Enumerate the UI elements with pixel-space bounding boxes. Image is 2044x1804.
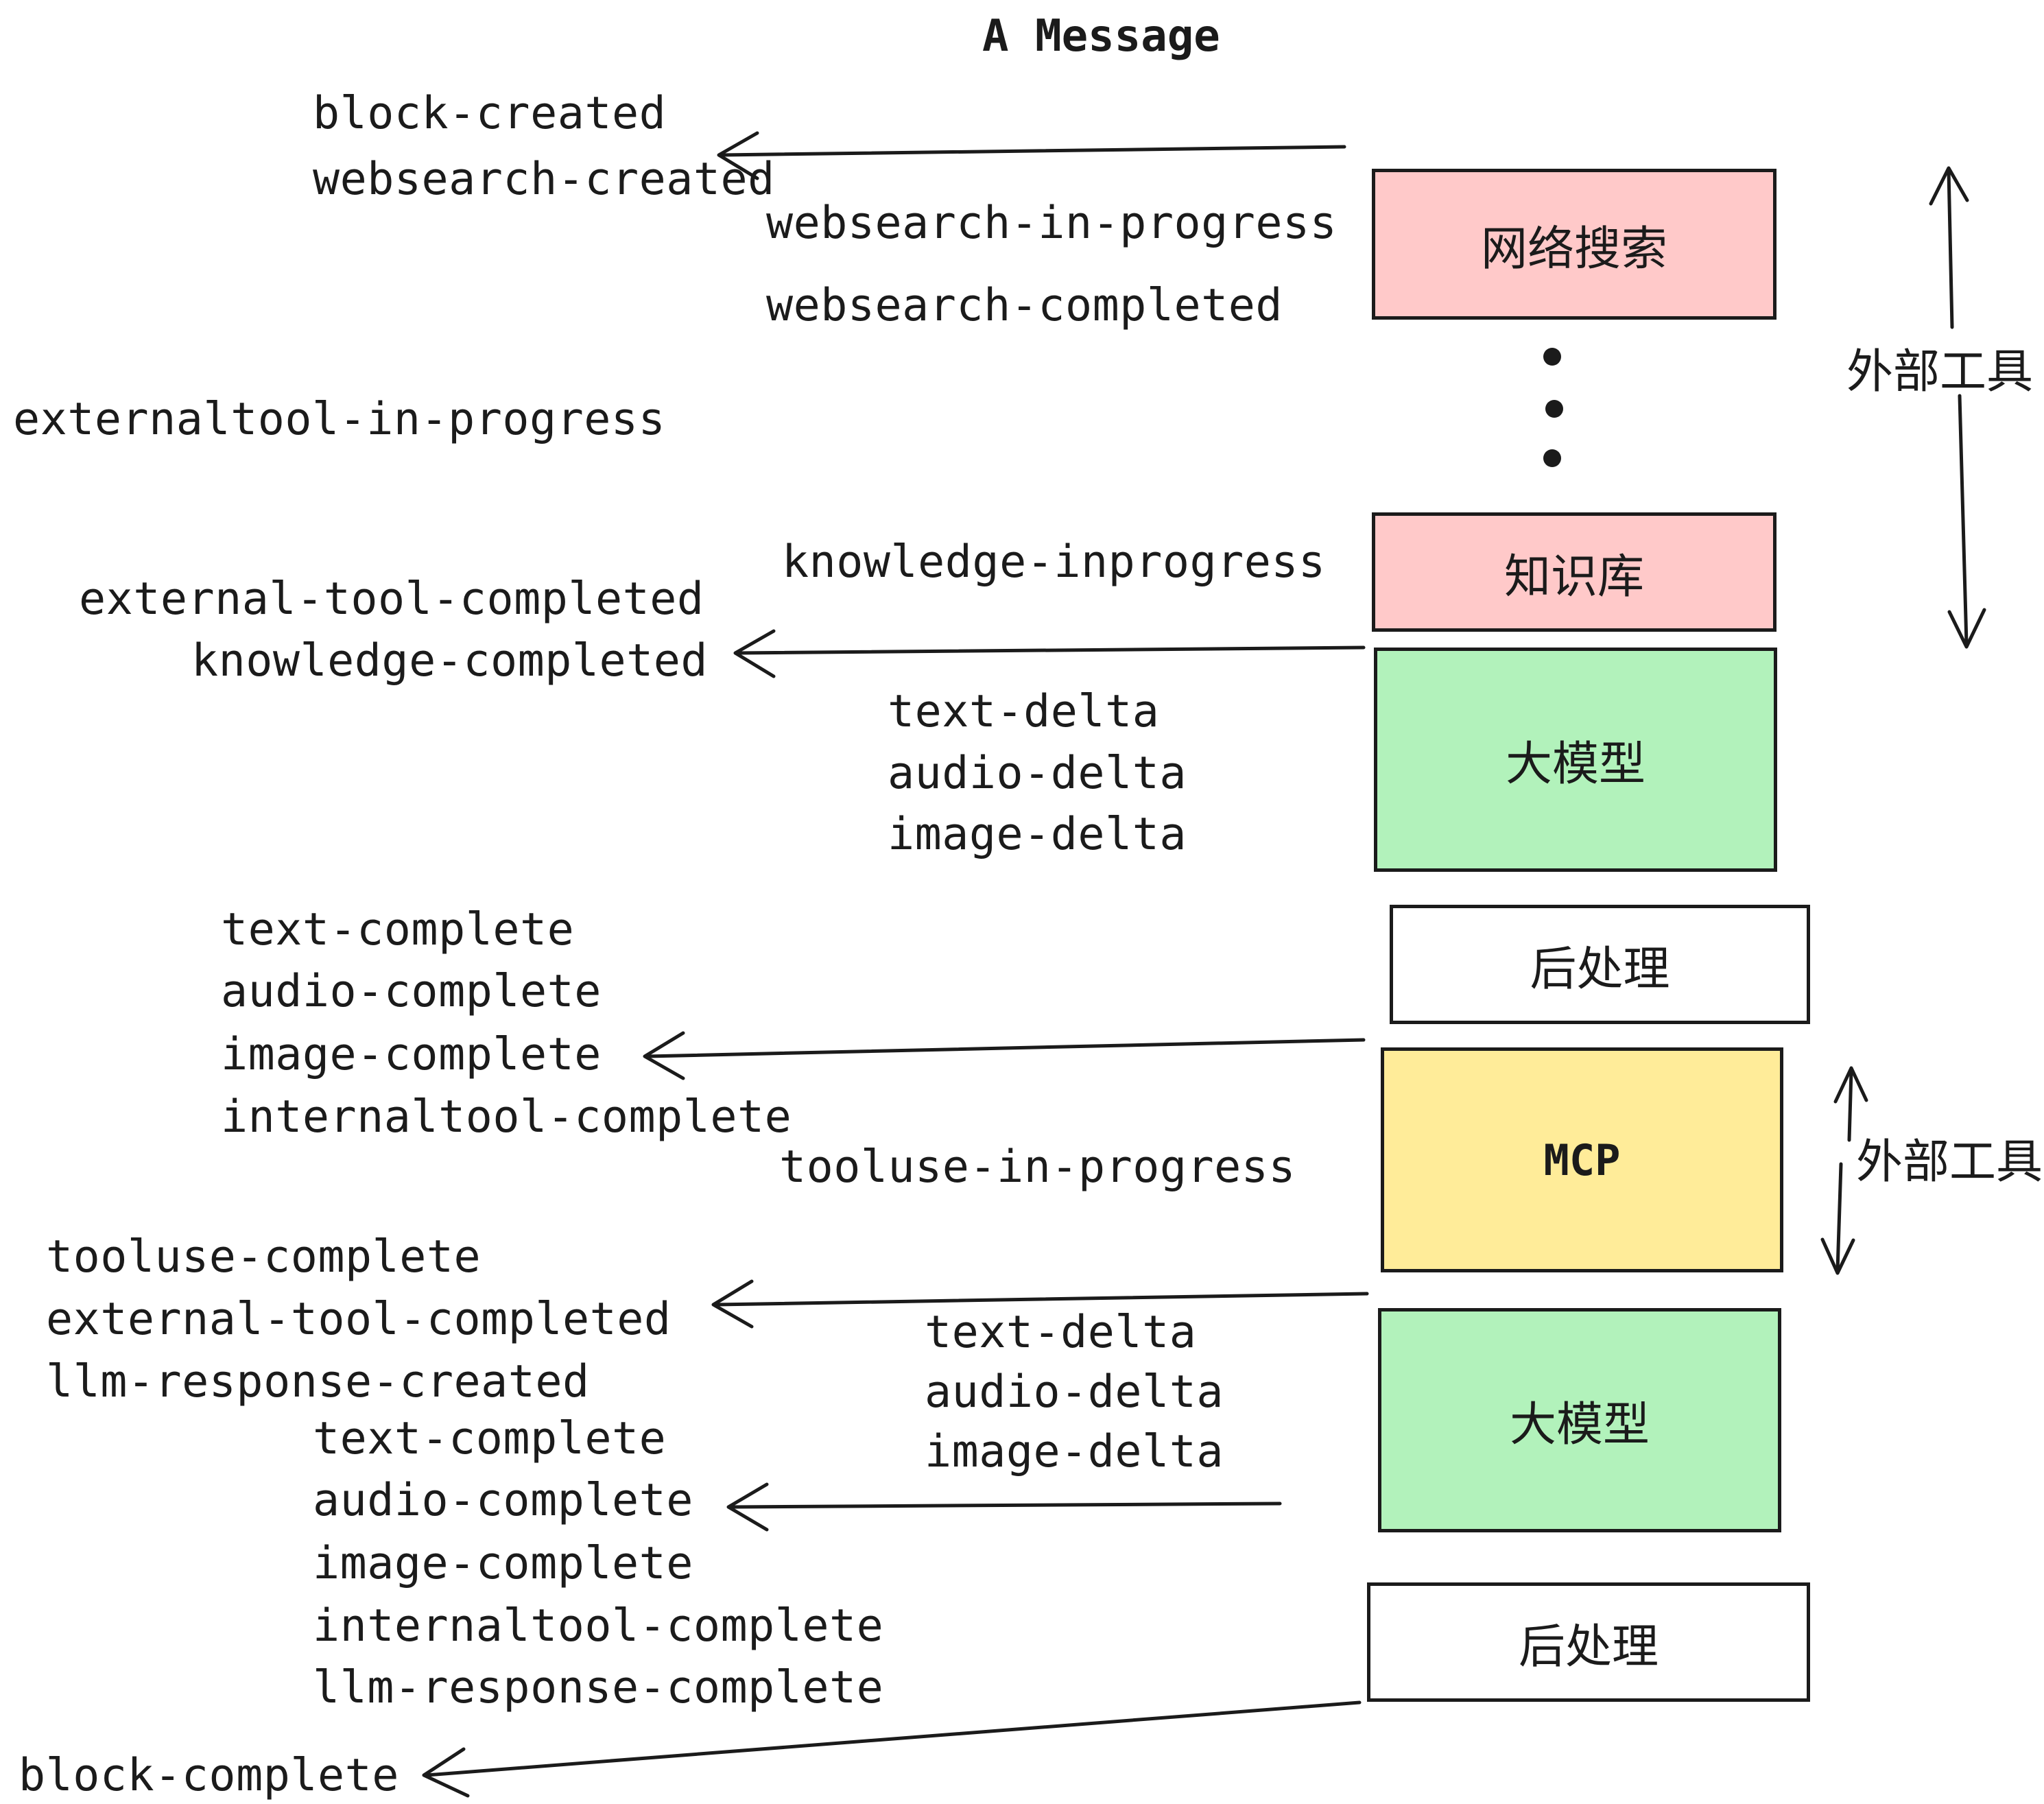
event-label-internaltool-complete: internaltool-complete — [221, 1091, 792, 1143]
diagram-title: A Message — [982, 11, 1220, 62]
event-label-tooluse-complete: tooluse-complete — [46, 1231, 482, 1283]
event-label-audio-delta: audio-delta — [888, 748, 1187, 799]
ellipsis-dots — [1543, 348, 1563, 467]
mcp-external-tools-arrow-down — [1820, 1162, 1855, 1275]
event-label-image-complete-2: image-complete — [313, 1538, 693, 1589]
box-knowledge-label: 知识库 — [1504, 549, 1644, 604]
box-websearch: 网络搜索 — [1372, 169, 1776, 320]
box-postprocess-1: 后处理 — [1390, 905, 1810, 1024]
arrow-to-audio-complete — [726, 1482, 1282, 1532]
box-llm-2: 大模型 — [1378, 1308, 1781, 1532]
box-mcp: MCP — [1381, 1047, 1783, 1272]
event-label-knowledge-completed: knowledge-completed — [191, 635, 709, 687]
box-postprocess-2-label: 后处理 — [1518, 1619, 1659, 1674]
arrow-to-block-complete — [422, 1700, 1362, 1798]
event-label-text-complete: text-complete — [221, 904, 575, 956]
event-label-externaltool-in-progress: externaltool-in-progress — [13, 394, 666, 445]
box-llm-2-label: 大模型 — [1509, 1398, 1650, 1452]
arrow-to-websearch-created — [717, 131, 1346, 180]
arrow-to-knowledge-completed — [733, 629, 1366, 678]
box-llm-1: 大模型 — [1374, 648, 1777, 872]
box-llm-1-label: 大模型 — [1505, 737, 1645, 792]
event-label-image-complete: image-complete — [221, 1029, 602, 1080]
arrow-to-image-complete — [643, 1031, 1366, 1080]
event-label-image-delta-2: image-delta — [925, 1426, 1224, 1477]
event-label-text-delta-2: text-delta — [925, 1307, 1197, 1358]
external-tools-label-1: 外部工具 — [1846, 345, 2034, 399]
event-label-llm-response-complete: llm-response-complete — [313, 1662, 884, 1713]
box-postprocess-2: 后处理 — [1367, 1582, 1810, 1702]
event-label-tooluse-in-progress: tooluse-in-progress — [779, 1141, 1296, 1193]
external-tools-arrow-down — [1947, 394, 1986, 649]
event-label-websearch-in-progress: websearch-in-progress — [766, 198, 1338, 249]
external-tools-label-2: 外部工具 — [1856, 1135, 2043, 1189]
external-tools-arrow-up — [1929, 166, 1969, 329]
event-label-external-tool-completed: external-tool-completed — [79, 573, 704, 625]
event-label-websearch-created: websearch-created — [313, 154, 775, 205]
event-label-image-delta: image-delta — [888, 809, 1187, 860]
event-label-audio-complete: audio-complete — [221, 966, 602, 1017]
box-mcp-label: MCP — [1543, 1135, 1621, 1185]
event-label-audio-complete-2: audio-complete — [313, 1475, 693, 1526]
box-websearch-label: 网络搜索 — [1480, 222, 1667, 276]
event-label-text-delta: text-delta — [888, 686, 1160, 737]
event-label-websearch-completed: websearch-completed — [766, 280, 1283, 331]
event-label-block-created: block-created — [313, 88, 667, 139]
box-knowledge: 知识库 — [1372, 512, 1776, 632]
event-label-text-complete-2: text-complete — [313, 1413, 667, 1464]
event-label-llm-response-created: llm-response-created — [46, 1356, 590, 1408]
event-label-block-complete: block-complete — [19, 1750, 399, 1801]
box-postprocess-1-label: 后处理 — [1530, 942, 1670, 997]
event-label-knowledge-inprogress: knowledge-inprogress — [782, 536, 1326, 588]
event-label-internaltool-complete-2: internaltool-complete — [313, 1600, 884, 1652]
event-label-audio-delta-2: audio-delta — [925, 1366, 1224, 1418]
event-label-external-tool-completed-2: external-tool-completed — [46, 1294, 672, 1345]
